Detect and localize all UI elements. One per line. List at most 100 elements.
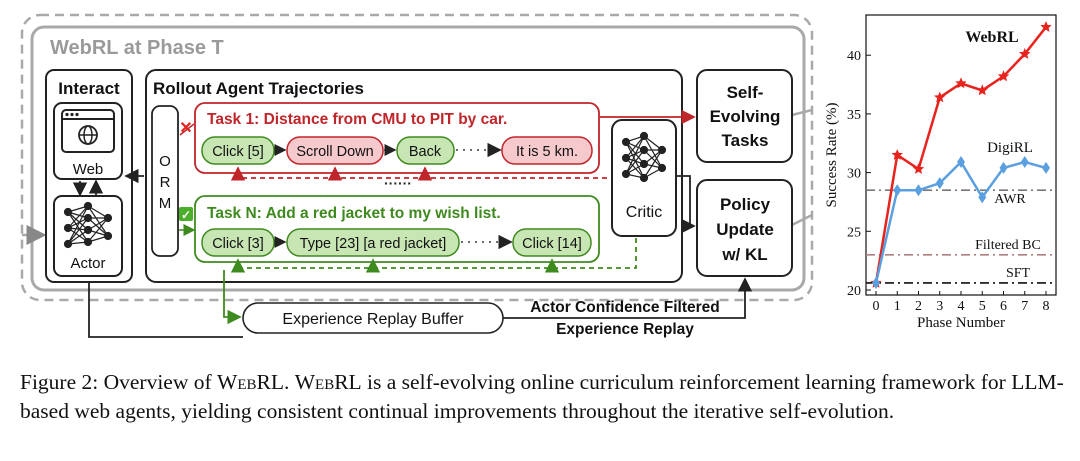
phase-loop-dashed (20, 13, 814, 302)
series-point-webrl (1019, 48, 1031, 59)
x-tick-label: 4 (958, 299, 965, 314)
interact-title: Interact (58, 79, 120, 98)
series-label-webrl: WebRL (965, 29, 1018, 46)
taskN-step-click3-label: Click [3] (212, 236, 264, 252)
y-tick-label: 30 (847, 167, 861, 182)
taskN-title: Task N: Add a red jacket to my wish list… (207, 205, 501, 222)
self-evolving-line1: Self- (727, 83, 764, 102)
baseline-label: SFT (1006, 266, 1031, 281)
y-tick-label: 35 (847, 108, 861, 123)
series-point-webrl (955, 77, 967, 89)
y-tick-label: 40 (847, 49, 861, 64)
x-tick-label: 2 (915, 299, 922, 314)
series-point-webrl (976, 84, 988, 96)
y-tick-label: 25 (847, 225, 861, 240)
task1-step-answer (501, 136, 593, 165)
series-point-digirl (914, 184, 923, 197)
y-tick-label: 20 (847, 284, 861, 299)
task1-step-click5-label: Click [5] (212, 144, 264, 160)
series-point-webrl (934, 91, 946, 103)
critic-label: Critic (626, 204, 662, 221)
figure-canvas: WebRL at Phase T Interact Web Actor Roll… (20, 13, 1057, 338)
baseline-label: AWR (994, 192, 1026, 207)
orm-box (151, 105, 179, 257)
series-point-digirl (935, 177, 944, 190)
orm-to-task1-arrow (179, 123, 195, 136)
web-label: Web (73, 161, 104, 178)
series-point-digirl (1042, 161, 1050, 174)
policy-update-box (696, 179, 793, 277)
y-axis-label: Success Rate (%) (824, 103, 840, 208)
task1-step-answer-label: It is 5 km. (516, 144, 578, 160)
caption-rest: is a self-evolving online curriculum rei… (20, 370, 1064, 423)
series-point-digirl (957, 156, 965, 169)
task1-step-scrolldown (286, 136, 384, 165)
series-point-webrl (912, 163, 925, 174)
browser-icon (61, 109, 115, 153)
critic-network-icon (621, 131, 667, 183)
taskN-step-type (286, 228, 460, 257)
policy-update-line3: w/ KL (721, 245, 767, 264)
taskN-step-click14-label: Click [14] (522, 236, 582, 252)
neural-network-icon (63, 201, 113, 249)
series-point-webrl (997, 70, 1010, 82)
orm-letter-m: M (159, 195, 172, 212)
actor-to-replay-line (88, 282, 243, 338)
x-tick-label: 0 (873, 299, 880, 314)
self-evolving-line3: Tasks (722, 131, 769, 150)
x-tick-label: 6 (1000, 299, 1007, 314)
series-point-webrl (891, 149, 903, 160)
x-tick-label: 5 (979, 299, 986, 314)
phase-t-box (30, 25, 806, 292)
success-mark-icon (179, 207, 193, 221)
series-point-digirl (1020, 156, 1029, 169)
self-evolving-line2: Evolving (710, 107, 781, 126)
series-label-digirl: DigiRL (987, 140, 1033, 156)
caption-brand-1: WebRL (217, 370, 284, 394)
buffer-to-policy-arrow (503, 277, 753, 319)
task1-step-click5 (201, 136, 275, 165)
figure-caption: Figure 2: Overview of WebRL. WebRL is a … (20, 368, 1070, 425)
series-point-webrl (1040, 21, 1052, 32)
orm-letter-r: R (160, 174, 171, 191)
policy-update-line2: Update (716, 220, 774, 239)
task1-critic-feedback (230, 166, 616, 181)
series-point-digirl (872, 276, 880, 289)
success-mark-glyph: ✓ (181, 208, 191, 222)
caption-mid: . (283, 370, 295, 394)
x-tick-label: 3 (936, 299, 943, 314)
task1-title: Task 1: Distance from CMU to PIT by car. (207, 111, 507, 128)
series-point-digirl (893, 184, 902, 197)
x-tick-label: 8 (1043, 299, 1050, 314)
x-tick-label: 1 (894, 299, 901, 314)
x-axis-label: Phase Number (917, 315, 1005, 331)
task-ellipsis: ······ (384, 175, 412, 191)
task1-step-back (396, 136, 455, 165)
series-point-digirl (978, 191, 987, 204)
phase-box-title: WebRL at Phase T (50, 37, 224, 59)
experience-replay-buffer-label: Experience Replay Buffer (282, 311, 464, 328)
replay-label-line2: Experience Replay (556, 321, 694, 338)
policy-update-line1: Policy (720, 195, 771, 214)
taskN-step-click3 (201, 228, 275, 257)
caption-prefix: Figure 2: Overview of (20, 370, 218, 394)
self-evolving-tasks-box (696, 69, 793, 163)
orm-letter-o: O (159, 153, 171, 170)
task1-step-scrolldown-label: Scroll Down (296, 144, 373, 160)
baseline-label: Filtered BC (975, 238, 1041, 253)
loop-arrow-right (791, 108, 813, 117)
caption-brand-2: WebRL (294, 370, 362, 394)
loop-arrow-right-2 (791, 213, 813, 227)
task1-step-back-label: Back (409, 144, 442, 160)
taskN-step-type-label: Type [23] [a red jacket] (300, 236, 447, 252)
actor-label: Actor (70, 255, 105, 272)
taskN-critic-feedback (230, 238, 637, 273)
rollout-to-buffer-arrow (223, 270, 242, 325)
series-point-digirl (999, 161, 1008, 174)
rollout-title: Rollout Agent Trajectories (153, 79, 364, 98)
taskN-step-click14 (512, 228, 592, 257)
replay-label-line1: Actor Confidence Filtered (530, 299, 719, 316)
critic-to-policy-arrow (676, 175, 696, 234)
x-tick-label: 7 (1021, 299, 1028, 314)
